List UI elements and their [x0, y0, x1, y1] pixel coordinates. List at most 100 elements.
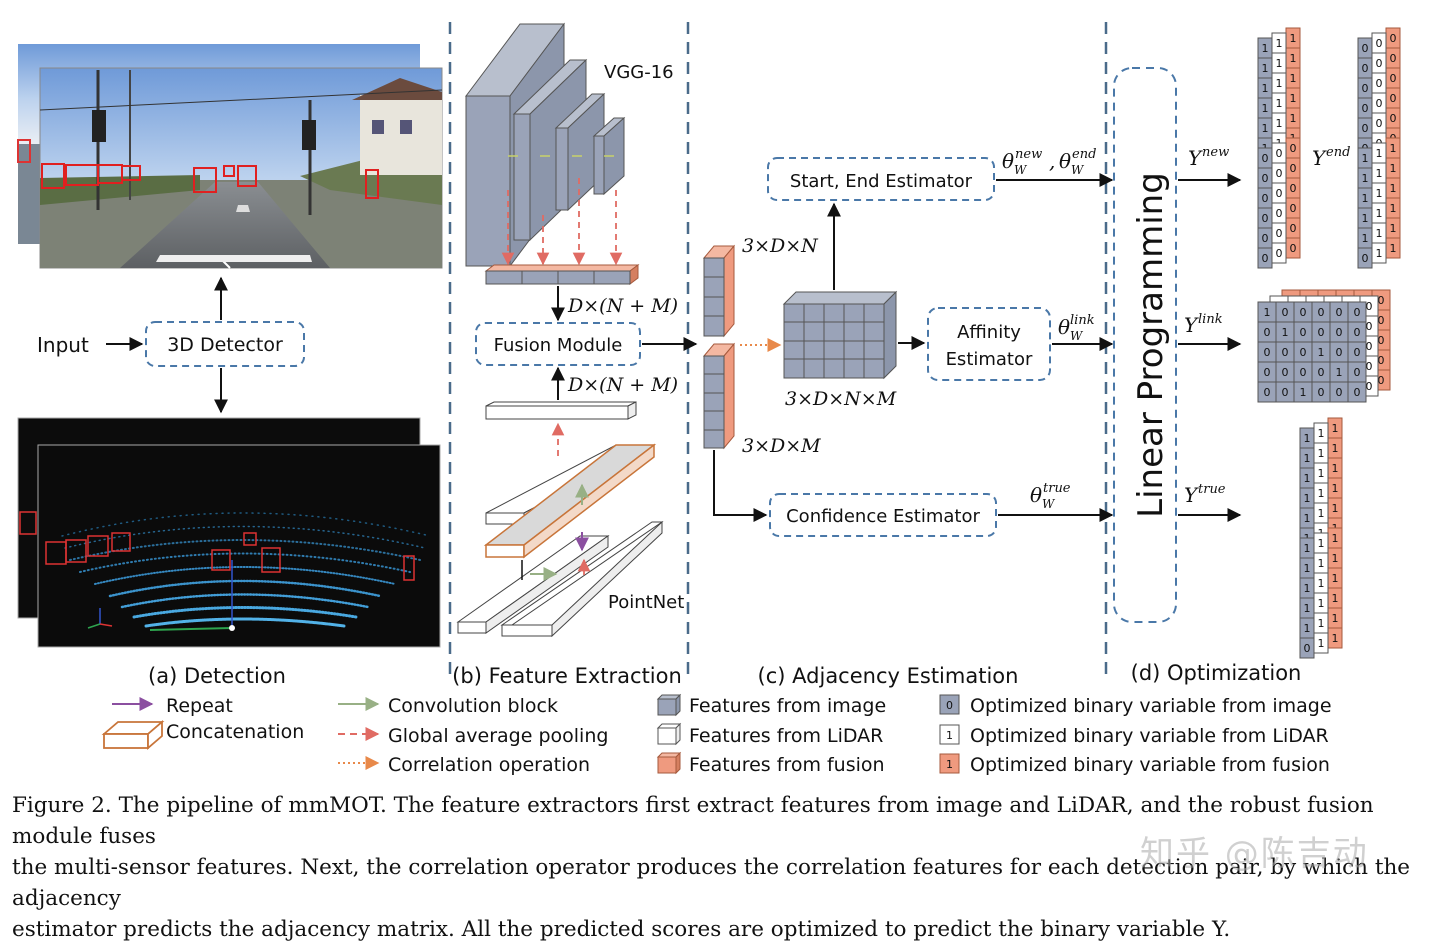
- legend-feat-fusion-swatch: [656, 751, 682, 775]
- pooling-arrows-image: [501, 178, 623, 266]
- 3d-detector-label: 3D Detector: [167, 334, 283, 356]
- ynew-col-a-back-value: 1: [1290, 72, 1297, 85]
- ytrue-col-a-mid-value: 1: [1318, 507, 1325, 520]
- ytrue-col-a-front-value: 1: [1304, 452, 1311, 465]
- caption-line-1: Figure 2. The pipeline of mmMOT. The fea…: [12, 793, 1381, 849]
- svg-text:W: W: [1014, 163, 1028, 177]
- yend-col-b-mid-value: 1: [1376, 247, 1383, 260]
- ynew-col-b-back-value: 0: [1290, 142, 1297, 155]
- ynew-col-b-back-value: 0: [1290, 202, 1297, 215]
- ynew-col-b-front-value: 0: [1262, 152, 1269, 165]
- affinity-estimator-line2: Estimator: [946, 349, 1033, 370]
- yend-col-b-front-cell: [1357, 247, 1373, 269]
- y-link-label: Y link: [1184, 312, 1223, 337]
- yend-col-a-front-value: 0: [1362, 42, 1369, 55]
- linear-programming-box: [1113, 67, 1177, 623]
- stage-a-title: (a) Detection: [148, 664, 286, 688]
- ylink-front-value: 0: [1354, 366, 1361, 379]
- ytrue-col-b-mid-value: 1: [1318, 597, 1325, 610]
- yend-col-a-mid-value: 0: [1376, 57, 1383, 70]
- dim-nm-label: 3×D×N×M: [785, 388, 897, 410]
- fusion-module-label: Fusion Module: [494, 335, 623, 356]
- image-feature-vector: [484, 264, 640, 285]
- ytrue-col-b-front-value: 1: [1304, 582, 1311, 595]
- legend-var-fusion-label: Optimized binary variable from fusion: [970, 754, 1330, 776]
- yend-col-b-back-value: 1: [1390, 142, 1397, 155]
- y-true-label: Y true: [1184, 482, 1226, 507]
- ynew-col-a-front-value: 1: [1262, 42, 1269, 55]
- svg-text:true: true: [1043, 481, 1071, 496]
- ylink-front-cell: [1347, 381, 1367, 403]
- svg-text:W: W: [1070, 329, 1084, 343]
- ytrue-col-a-front-value: 1: [1304, 472, 1311, 485]
- input-label: Input: [37, 333, 89, 357]
- yend-col-a-back-value: 0: [1390, 52, 1397, 65]
- affinity-estimator-line1: Affinity: [957, 322, 1021, 343]
- svg-text:θ: θ: [1030, 483, 1042, 507]
- pointnet-label: PointNet: [608, 592, 684, 613]
- ylink-front-value: 0: [1282, 346, 1289, 359]
- yend-col-a-front-value: 0: [1362, 102, 1369, 115]
- yend-col-a-back-value: 0: [1390, 72, 1397, 85]
- yend-col-b-front-value: 1: [1362, 152, 1369, 165]
- yend-col-b-mid-value: 1: [1376, 207, 1383, 220]
- ynew-col-b-mid-value: 0: [1276, 167, 1283, 180]
- svg-text:Y: Y: [1184, 483, 1199, 507]
- svg-text:0: 0: [946, 699, 953, 712]
- ytrue-col-b-front-cell: [1299, 637, 1315, 659]
- ylink-layer1-value: 0: [1366, 300, 1373, 313]
- ytrue-col-a-mid-value: 1: [1318, 487, 1325, 500]
- ynew-col-b-mid-value: 0: [1276, 187, 1283, 200]
- ynew-col-a-mid-value: 1: [1276, 117, 1283, 130]
- legend-var-img-swatch: [939, 694, 960, 715]
- svg-text:θ: θ: [1058, 315, 1070, 339]
- svg-text:Y: Y: [1184, 313, 1199, 337]
- caption-line-3: estimator predicts the adjacency matrix.…: [12, 917, 1231, 942]
- ytrue-col-a-back-value: 1: [1332, 482, 1339, 495]
- ynew-col-b-mid-value: 0: [1276, 247, 1283, 260]
- ytrue-col-b-back-value: 1: [1332, 612, 1339, 625]
- ytrue-col-a-front-value: 1: [1304, 512, 1311, 525]
- yend-col-b-mid-value: 1: [1376, 167, 1383, 180]
- yend-col-b-mid-value: 1: [1376, 147, 1383, 160]
- svg-text:,: ,: [1049, 149, 1055, 173]
- ylink-front-value: 0: [1318, 326, 1325, 339]
- dim-n-label: 3×D×N: [742, 235, 819, 257]
- yend-col-b-front-value: 1: [1362, 232, 1369, 245]
- yend-col-a-back-value: 0: [1390, 32, 1397, 45]
- ytrue-col-b-front-value: 0: [1304, 642, 1311, 655]
- pipeline-diagram: Input 3D Detector: [17, 22, 1401, 776]
- yend-col-b-front-value: 1: [1362, 212, 1369, 225]
- legend-pool-label: Global average pooling: [388, 725, 608, 747]
- yend-col-a-mid-value: 0: [1376, 77, 1383, 90]
- yend-col-b-back-value: 1: [1390, 242, 1397, 255]
- yend-col-b-front-value: 1: [1362, 172, 1369, 185]
- ylink-front-value: 1: [1264, 306, 1271, 319]
- correlation-cube: [782, 290, 898, 380]
- ynew-col-b-mid-value: 0: [1276, 227, 1283, 240]
- ytrue-col-a-mid-value: 1: [1318, 467, 1325, 480]
- ytrue-col-a-back-value: 1: [1332, 442, 1339, 455]
- svg-text:link: link: [1198, 312, 1223, 327]
- svg-text:end: end: [1326, 145, 1350, 160]
- y-new-label: Y new: [1188, 145, 1229, 170]
- ytrue-col-b-mid-value: 1: [1318, 557, 1325, 570]
- linear-programming-label: Linear Programming: [1131, 172, 1171, 518]
- caption-line-2: the multi-sensor features. Next, the cor…: [12, 855, 1417, 911]
- camera-image-stack: [17, 44, 443, 269]
- ylink-front-value: 0: [1336, 386, 1343, 399]
- ylink-front-value: 1: [1300, 386, 1307, 399]
- ynew-col-b-front-cell: [1257, 247, 1273, 269]
- ynew-col-a-front-value: 1: [1262, 62, 1269, 75]
- ytrue-col-b-mid-value: 1: [1318, 637, 1325, 650]
- ytrue-col-a-mid-value: 1: [1318, 447, 1325, 460]
- legend-feat-lidar-label: Features from LiDAR: [689, 725, 883, 747]
- ynew-col-b-front-value: 0: [1262, 252, 1269, 265]
- yend-col-a-mid-value: 0: [1376, 117, 1383, 130]
- legend: Repeat Concatenation Convolution block G…: [101, 693, 1332, 776]
- ylink-layer2-value: 0: [1378, 334, 1385, 347]
- y-end-label: Y end: [1312, 145, 1350, 170]
- ylink-front-value: 0: [1282, 386, 1289, 399]
- ynew-col-b-mid-value: 0: [1276, 207, 1283, 220]
- start-end-estimator-box: [767, 157, 995, 201]
